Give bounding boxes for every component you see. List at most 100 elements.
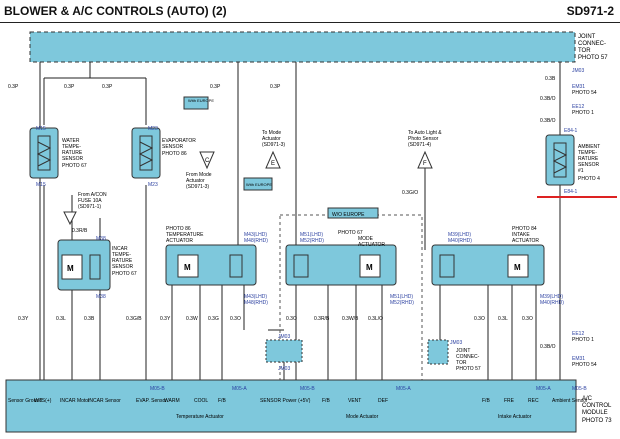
wg-7: 0.3L — [56, 316, 66, 322]
jc2-photo: PHOTO 57 — [456, 366, 481, 372]
evaporator-sensor: M23 M23 EVAPORATOR SENSOR PHOTO 86 — [131, 126, 196, 188]
wg-6: 0.3Y — [18, 316, 29, 322]
wire-lines — [39, 62, 561, 380]
wg-16: 0.3W/B — [342, 316, 359, 322]
wg-2: 0.3P — [64, 84, 75, 90]
ee12-right: EE12 — [572, 104, 584, 110]
water-temp-sensor: M15 M15 WATER TEMPE- RATURE SENSOR PHOTO… — [29, 126, 87, 188]
incar-line-2: TEMPE- — [112, 252, 131, 258]
wg-19: 0.3L — [498, 316, 508, 322]
m52-top: M52(RHD) — [300, 238, 324, 244]
jc2-line-1: JOINT — [456, 348, 470, 354]
bl-11: VENT — [348, 398, 361, 404]
wire-go: 0.3G/O — [402, 190, 418, 196]
m05a-1: M05-A — [232, 386, 247, 392]
bl-3: INCAR Motor — [60, 398, 90, 404]
m23-label-top: M23 — [148, 126, 158, 132]
e84-bottom: E84-1 — [564, 189, 578, 195]
m40-bottom: M40(RHD) — [540, 300, 564, 306]
amb-line-3: RATURE — [578, 156, 599, 162]
with-europe-1: With EUROPE — [188, 98, 214, 103]
wg-4: 0.3P — [210, 84, 221, 90]
to-mode-1: To Mode — [262, 130, 281, 136]
jm03-right: JM03 — [572, 68, 584, 74]
svg-text:C: C — [205, 158, 210, 164]
jm03-splice-top: JM03 — [278, 334, 290, 340]
wg-11: 0.3W — [186, 316, 198, 322]
from-mode-2: Actuator — [186, 178, 205, 184]
svg-text:M: M — [67, 264, 74, 273]
intake-line-2: ACTUATOR — [512, 238, 539, 244]
off-page-connectors: C From Mode Actuator (SD971-3) With EURO… — [183, 96, 442, 196]
wg-3: 0.3P — [102, 84, 113, 90]
m51-bottom: M51(LHD) — [390, 294, 413, 300]
bl-1: Sensor Ground — [8, 398, 42, 404]
to-auto-3: (SD971-4) — [408, 142, 431, 148]
intake-photo: PHOTO 84 — [512, 226, 537, 232]
m05a-2: M05-A — [396, 386, 411, 392]
m15-label-bottom: M15 — [36, 182, 46, 188]
evap-photo: PHOTO 86 — [162, 151, 187, 157]
group-temp: Temperature Actuator — [176, 414, 224, 420]
m48-top: M48(RHD) — [244, 238, 268, 244]
em31-photo: PHOTO 54 — [572, 90, 597, 96]
wire-bo-1: 0.3B/O — [540, 96, 556, 102]
m43-top: M43(LHD) — [244, 232, 267, 238]
svg-text:E: E — [271, 161, 275, 167]
svg-text:M: M — [514, 263, 521, 272]
bl-12: DEF — [378, 398, 388, 404]
bl-2: WTS(+) — [34, 398, 52, 404]
module-line-2: CONTROL — [582, 403, 612, 409]
acon-line-2: FUSE 10A — [78, 198, 102, 204]
m05b-1: M05-B — [150, 386, 165, 392]
jc-line-2: CONNEC- — [578, 41, 606, 47]
joint-connector: JOINT CONNEC- TOR PHOTO 57 — [29, 31, 608, 63]
right-column-connectors: JM03 EM31 PHOTO 54 EE12 PHOTO 1 0.3B/O 0… — [540, 68, 597, 368]
svg-text:F: F — [423, 161, 427, 167]
to-auto-1: To Auto Light & — [408, 130, 442, 136]
jc-line-3: TOR — [578, 48, 591, 54]
jc-photo: PHOTO 57 — [578, 55, 608, 61]
intake-actuator: M PHOTO 84 INTAKE ACTUATOR M39(LHD) M40(… — [431, 226, 564, 306]
jm03-splice: JM03 JM03 JM03 JOINT CONNEC- TOR PHOTO 5… — [265, 334, 481, 372]
m15-label-top: M15 — [36, 126, 46, 132]
bl-10: F/B — [322, 398, 330, 404]
evap-line-1: EVAPORATOR — [162, 138, 196, 144]
wg-18: 0.3O — [474, 316, 485, 322]
wg-13: 0.3O — [230, 316, 241, 322]
to-auto-2: Photo Sensor — [408, 136, 439, 142]
acon-line-3: (SD971-1) — [78, 204, 101, 210]
m52-bottom: M52(RHD) — [390, 300, 414, 306]
m38-label-bottom: M38 — [96, 294, 106, 300]
wire-bo-3: 0.3B/O — [540, 344, 556, 350]
mode-line-2: ACTUATOR — [358, 242, 385, 248]
m39-bottom: M39(LHD) — [540, 294, 563, 300]
page-header: BLOWER & A/C CONTROLS (AUTO) (2) SD971-2 — [0, 0, 620, 23]
ee12-lower: EE12 — [572, 331, 584, 337]
water-photo: PHOTO 67 — [62, 163, 87, 169]
m40-top: M40(RHD) — [448, 238, 472, 244]
ambient-temp-sensor: AMBIENT TEMPE- RATURE SENSOR #1 PHOTO 4 … — [545, 128, 600, 195]
module-photo: PHOTO 73 — [582, 418, 612, 424]
amb-line-2: TEMPE- — [578, 150, 597, 156]
m05b-2: M05-B — [300, 386, 315, 392]
jm03-splice-bottom: JM03 — [278, 366, 290, 372]
evap-line-2: SENSOR — [162, 144, 184, 150]
bl-9: SENSOR Power (+5V) — [260, 398, 311, 404]
wo-europe-label: W/O EUROPE — [332, 212, 365, 218]
m51-top: M51(LHD) — [300, 232, 323, 238]
wg-14: 0.3O — [286, 316, 297, 322]
to-mode-2: Actuator — [262, 136, 281, 142]
svg-text:M: M — [184, 263, 191, 272]
module-line-3: MODULE — [582, 410, 608, 416]
wire-bo-2: 0.3B/O — [540, 118, 556, 124]
acon-wire: 0.3R/B — [72, 228, 88, 234]
bl-8: F/B — [218, 398, 226, 404]
mode-line-1: MODE — [358, 236, 374, 242]
to-mode-3: (SD971-3) — [262, 142, 285, 148]
wg-10: 0.3Y — [160, 316, 171, 322]
temp-line-2: ACTUATOR — [166, 238, 193, 244]
with-europe-2: With EUROPE — [246, 182, 272, 187]
em31-right: EM31 — [572, 84, 585, 90]
